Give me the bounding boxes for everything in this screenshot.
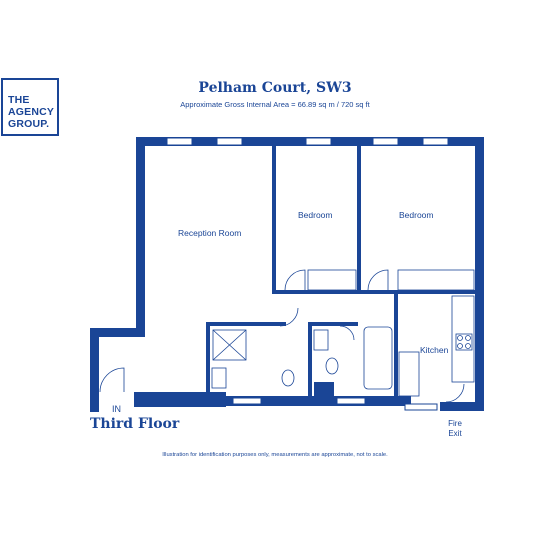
wall-bath-divider [308, 322, 312, 396]
logo-line-2: AGENCY [8, 106, 55, 118]
wardrobe-bed1 [307, 269, 357, 291]
kitchen-counter-left [398, 351, 420, 397]
wall-bath1-top [206, 322, 286, 326]
wall-bottom-right [440, 402, 484, 411]
basin-1 [211, 367, 227, 389]
wall-bed1-left [272, 146, 276, 294]
fire-exit-line-2: Exit [448, 429, 462, 438]
bath-tub [363, 326, 393, 390]
doors [99, 269, 465, 403]
logo-line-1: THE [8, 94, 30, 106]
wall-kitchen-left [394, 294, 398, 402]
hob [455, 333, 473, 351]
room-bedroom-2: Bedroom [399, 210, 434, 220]
wall-notch-top [90, 328, 145, 337]
fire-exit-label: Fire Exit [444, 419, 466, 439]
logo-line-3: GROUP. [8, 118, 50, 130]
entrance-label: IN [112, 404, 121, 414]
door-entrance [99, 367, 125, 393]
wall-bed-bottom [276, 290, 475, 294]
room-kitchen: Kitchen [420, 345, 449, 355]
window-bed2-2 [422, 137, 449, 146]
window-bath-1 [232, 397, 262, 405]
window-bath-2 [336, 397, 366, 405]
windows [166, 137, 449, 411]
toilet-2 [325, 357, 339, 375]
window-bed2-1 [372, 137, 399, 146]
window-reception-1 [166, 137, 193, 146]
door-bed2 [367, 269, 389, 291]
room-reception: Reception Room [178, 228, 242, 238]
room-bedroom-1: Bedroom [298, 210, 333, 220]
window-bed1 [305, 137, 332, 146]
wall-bath2-top [308, 322, 358, 326]
toilet-1 [281, 369, 295, 387]
agency-logo: THE AGENCY GROUP. [1, 78, 59, 136]
door-bath1 [279, 307, 299, 327]
wall-bed-divider [357, 146, 361, 294]
wall-bath-block [314, 382, 334, 402]
shower-tray [212, 329, 247, 361]
wall-bath1-left [206, 322, 210, 396]
fixtures [211, 269, 475, 397]
kitchen-counter-top [451, 295, 475, 383]
disclaimer: Illustration for identification purposes… [162, 452, 388, 458]
basin-2 [313, 329, 329, 351]
wall-bottom-left [134, 392, 226, 407]
wall-left-upper [136, 137, 145, 337]
walls [90, 137, 484, 412]
wardrobe-bed2 [397, 269, 475, 291]
wall-right [475, 137, 484, 411]
wall-left-lower [90, 328, 99, 412]
door-bed1 [284, 269, 306, 291]
window-reception-2 [216, 137, 243, 146]
door-bath2 [339, 325, 355, 341]
floor-label: Third Floor [90, 416, 180, 432]
property-title: Pelham Court, SW3 [198, 80, 352, 96]
fire-exit-line-1: Fire [448, 419, 462, 428]
window-kitchen [404, 403, 438, 411]
door-fire [445, 383, 465, 403]
area-subtitle: Approximate Gross Internal Area = 66.89 … [180, 100, 370, 109]
